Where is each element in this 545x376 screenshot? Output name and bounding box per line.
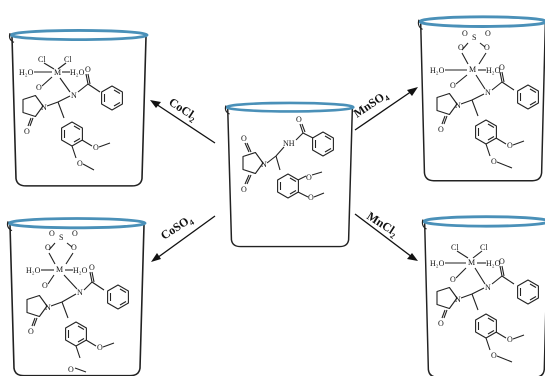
ligand-atom-o1: O bbox=[241, 134, 247, 143]
tl-cl-left: Cl bbox=[38, 55, 46, 64]
br-o3: O bbox=[499, 257, 505, 266]
tr-h2o-right: H₂O bbox=[486, 66, 501, 75]
label-mnso4: MnSO4 bbox=[351, 88, 391, 123]
tl-h2o-right: H₂O bbox=[70, 68, 85, 77]
ligand-atom-o5: O bbox=[306, 173, 312, 182]
tr-o1: O bbox=[450, 81, 456, 90]
bl-o2: O bbox=[28, 327, 34, 336]
tr-h2o-left: H₂O bbox=[430, 66, 445, 75]
bl-n2: N bbox=[77, 288, 83, 297]
br-o5: O bbox=[491, 351, 497, 360]
bl-o5: O bbox=[68, 365, 74, 374]
complex-coso4: S O O O O M H₂O H₂O O N O N O O bbox=[26, 229, 129, 374]
bl-s: S bbox=[59, 233, 63, 242]
label-coso4: CoSO4 bbox=[158, 212, 196, 244]
tl-n1: N bbox=[41, 103, 47, 112]
beaker-mncl2 bbox=[420, 215, 545, 376]
br-o4: O bbox=[507, 335, 513, 344]
tr-metal: M bbox=[469, 65, 476, 74]
tl-o5: O bbox=[77, 159, 83, 168]
bl-h2o-right: H₂O bbox=[73, 266, 88, 275]
bl-so-o4: O bbox=[71, 243, 77, 252]
ligand-atom-o3: O bbox=[296, 115, 302, 124]
bl-o4: O bbox=[97, 343, 103, 352]
ligand-atom-o2: O bbox=[241, 185, 247, 194]
br-metal: M bbox=[468, 258, 475, 267]
bl-so-o1: O bbox=[49, 229, 55, 238]
complex-cocl2: Cl Cl M H₂O H₂O O N O N O O O bbox=[19, 55, 123, 171]
tr-o3: O bbox=[499, 63, 505, 72]
arrow-mnso4 bbox=[354, 87, 418, 131]
tr-o2: O bbox=[438, 125, 444, 134]
bl-o3: O bbox=[89, 263, 95, 272]
bl-so-o2: O bbox=[72, 229, 78, 238]
tl-o3: O bbox=[85, 65, 91, 74]
complex-mnso4: S O O O O M H₂O H₂O O N O N O O bbox=[430, 29, 539, 169]
ligand-atom-nh: NH bbox=[283, 139, 295, 148]
tl-n2: N bbox=[71, 91, 77, 100]
tr-n2: N bbox=[485, 88, 491, 97]
br-h2o-right: H₂O bbox=[486, 259, 501, 268]
tr-n1: N bbox=[455, 101, 461, 110]
tl-h2o-left: H₂O bbox=[19, 68, 34, 77]
bl-n1: N bbox=[45, 303, 51, 312]
tr-o4: O bbox=[507, 141, 513, 150]
tr-so-o4: O bbox=[484, 43, 490, 52]
br-o1: O bbox=[450, 275, 456, 284]
tl-cl-right: Cl bbox=[64, 55, 72, 64]
tl-o1: O bbox=[36, 83, 42, 92]
bl-o1: O bbox=[42, 281, 48, 290]
ligand-atom-n: N bbox=[261, 160, 267, 169]
complex-mncl2: Cl Cl M H₂O H₂O O N O N O O O bbox=[430, 243, 539, 363]
br-o2: O bbox=[438, 319, 444, 328]
br-n1: N bbox=[455, 295, 461, 304]
tr-so-o1: O bbox=[462, 29, 468, 38]
tl-o4: O bbox=[93, 143, 99, 152]
bl-metal: M bbox=[56, 265, 63, 274]
arrow-mncl2 bbox=[354, 213, 418, 261]
arrow-cocl2 bbox=[150, 100, 216, 144]
br-n2: N bbox=[485, 283, 491, 292]
br-cl-right: Cl bbox=[480, 243, 488, 252]
tl-metal: M bbox=[54, 68, 61, 77]
tr-s: S bbox=[472, 33, 476, 42]
br-cl-left: Cl bbox=[451, 243, 459, 252]
tr-o5: O bbox=[491, 157, 497, 166]
arrow-coso4 bbox=[151, 215, 216, 262]
tl-o2: O bbox=[24, 127, 30, 136]
bl-so-o3: O bbox=[45, 243, 51, 252]
tr-so-o2: O bbox=[485, 29, 491, 38]
ligand-atom-o4: O bbox=[308, 193, 314, 202]
label-cocl2: CoCl2 bbox=[165, 95, 199, 125]
tr-so-o3: O bbox=[458, 43, 464, 52]
bl-h2o-left: H₂O bbox=[26, 266, 41, 275]
ligand-molecule: O O N NH O O O bbox=[241, 115, 334, 202]
br-h2o-left: H₂O bbox=[430, 259, 445, 268]
